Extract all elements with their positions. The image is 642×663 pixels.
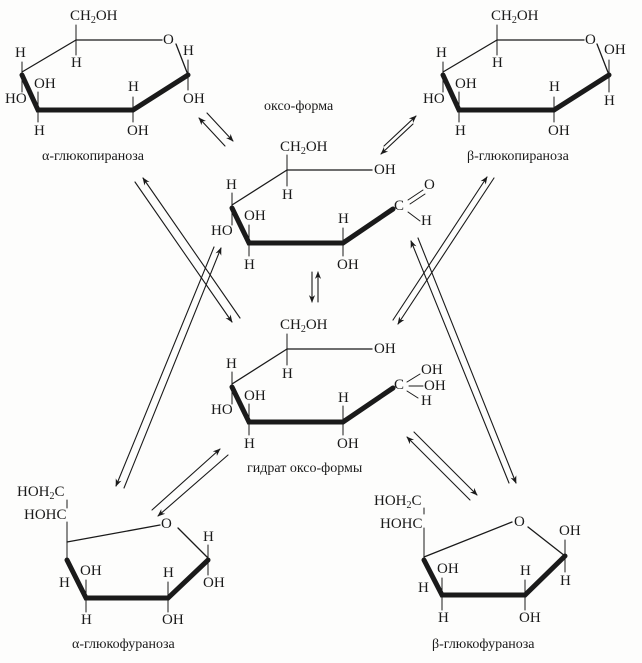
caption: α-глюкопираноза	[42, 149, 144, 164]
atom-ring-o: O	[585, 32, 596, 48]
atom-c4-oh: HO	[423, 91, 445, 107]
atom-c5-h: H	[492, 55, 503, 71]
atom-c2-h: H	[128, 79, 139, 95]
atom-c2-oh: OH	[337, 257, 359, 273]
atom-c1-o: O	[424, 177, 435, 193]
equilibrium-oxo-alpha-fur	[115, 246, 222, 489]
equilibrium-hydrate-alpha-fur	[151, 448, 229, 517]
atom-c5-h: H	[282, 187, 293, 203]
atom-c5-oh: OH	[374, 162, 396, 178]
atom-hohc: HOHC	[380, 516, 423, 532]
atom-c4-h: H	[59, 575, 70, 591]
atom-c1-h: H	[421, 393, 432, 409]
atom-c1-h: H	[421, 213, 432, 229]
atom-hohc: HOHC	[24, 507, 67, 523]
atom-ch2oh: CH2OH	[280, 317, 328, 335]
atom-c1: C	[394, 377, 405, 393]
atom-c2-h: H	[520, 563, 531, 579]
equilibrium-oxo-hydrate	[308, 271, 322, 303]
caption: β-глюкопираноза	[467, 149, 569, 164]
atom-c4-oh: HO	[211, 402, 233, 418]
atom-ring-o: O	[163, 32, 174, 48]
atom-c2-oh: OH	[127, 123, 149, 139]
caption: β-глюкофураноза	[432, 637, 535, 652]
atom-c2-h: H	[163, 565, 174, 581]
equilibrium-oxo-beta-fur	[410, 237, 517, 484]
atom-c1-h: H	[604, 93, 615, 109]
atom-c3-oh: OH	[34, 76, 56, 92]
atom-hoh2c: HOH2C	[374, 493, 422, 511]
atom-c1-h: H	[183, 43, 194, 59]
atom-c2-h: H	[338, 211, 349, 227]
atom-c4-h: H	[436, 45, 447, 61]
atom-c3-oh: OH	[437, 561, 459, 577]
atom-c4-h: H	[226, 177, 237, 193]
equilibrium-alpha-pyr-oxo	[198, 112, 234, 147]
atom-c3-oh: OH	[455, 76, 477, 92]
atom-c3-h: H	[244, 257, 255, 273]
atom-c4-oh: HO	[211, 223, 233, 239]
atom-c4-h: H	[226, 356, 237, 372]
hydrate-chain	[229, 333, 424, 436]
atom-c3-oh: OH	[80, 563, 102, 579]
atom-c1-h: H	[203, 529, 214, 545]
atom-c2-h: H	[549, 79, 560, 95]
atom-c5-oh: OH	[374, 341, 396, 357]
atom-c3-h: H	[34, 123, 45, 139]
atom-c2-oh: OH	[548, 123, 570, 139]
atom-c3-h: H	[81, 612, 92, 628]
atom-c1-h: H	[560, 573, 571, 589]
atom-c2-oh: OH	[162, 612, 184, 628]
equilibrium-hydrate-beta-fur	[406, 431, 478, 501]
atom-c1: C	[394, 198, 405, 214]
atom-c5-h: H	[71, 55, 82, 71]
equilibrium-beta-pyr-hydrate	[392, 176, 495, 325]
atom-c3-h: H	[244, 436, 255, 452]
atom-c2-oh: OH	[519, 610, 541, 626]
oxo-form-chain	[229, 154, 426, 257]
atom-c1-oh2: OH	[424, 378, 446, 394]
atom-c3-h: H	[455, 123, 466, 139]
atom-ring-o: O	[514, 514, 525, 530]
atom-c1-oh: OH	[604, 42, 626, 58]
atom-c4-h: H	[15, 45, 26, 61]
atom-c1-oh1: OH	[421, 362, 443, 378]
atom-c3-h: H	[438, 610, 449, 626]
atom-c3-oh: OH	[244, 388, 266, 404]
atom-c4-oh: HO	[5, 91, 27, 107]
atom-ch2oh: CH2OH	[280, 139, 328, 157]
alpha-furanose-ring	[64, 499, 211, 613]
atom-ch2oh: CH2OH	[70, 8, 118, 26]
equilibrium-oxo-beta-pyr	[380, 115, 417, 155]
atom-c1-oh: OH	[559, 523, 581, 539]
atom-ch2oh: CH2OH	[491, 8, 539, 26]
atom-c4-h: H	[418, 580, 429, 596]
beta-furanose-ring	[421, 507, 568, 611]
atom-c1-oh: OH	[183, 91, 205, 107]
atom-c2-h: H	[338, 390, 349, 406]
atom-hoh2c: HOH2C	[17, 484, 65, 502]
caption: α-глюкофураноза	[72, 637, 175, 652]
atom-c5-h: H	[282, 366, 293, 382]
atom-c2-oh: OH	[337, 436, 359, 452]
beta-pyranose-ring	[440, 24, 612, 123]
alpha-pyranose-ring	[19, 24, 191, 123]
equilibrium-alpha-pyr-hydrate	[134, 177, 241, 323]
caption: оксо-форма	[264, 99, 334, 114]
caption: гидрат оксо-формы	[247, 461, 363, 476]
atom-ring-o: O	[161, 516, 172, 532]
atom-c3-oh: OH	[244, 208, 266, 224]
atom-c1-oh: OH	[203, 575, 225, 591]
